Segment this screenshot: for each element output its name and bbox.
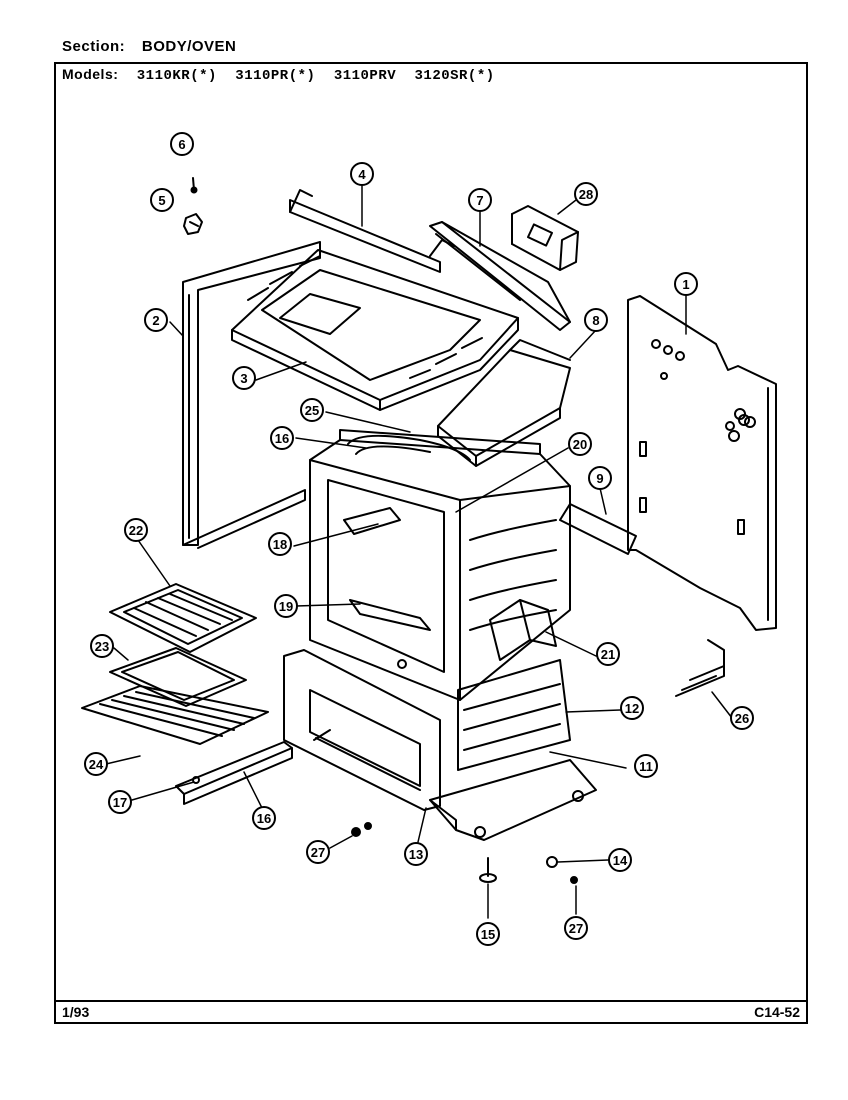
- callout-23: 23: [90, 634, 114, 658]
- svg-text:16: 16: [257, 811, 271, 826]
- svg-text:14: 14: [613, 853, 628, 868]
- svg-text:13: 13: [409, 847, 423, 862]
- svg-text:27: 27: [311, 845, 325, 860]
- callout-6: 6: [170, 132, 194, 156]
- callout-1: 1: [674, 272, 698, 296]
- svg-text:5: 5: [158, 193, 165, 208]
- callout-18: 18: [268, 532, 292, 556]
- model-number: 3120SR(*): [414, 68, 495, 84]
- svg-text:4: 4: [358, 167, 366, 182]
- lower-frame-part-13: [283, 649, 441, 811]
- model-number: 3110PR(*): [235, 68, 316, 84]
- section-header: Section: BODY/OVEN: [62, 38, 236, 55]
- oven-rack-part-24: [81, 685, 269, 745]
- model-number: 3110PRV: [333, 68, 397, 84]
- screw-part-27: [351, 822, 372, 837]
- bracket-part-28: [511, 205, 579, 271]
- callout-7: 7: [468, 188, 492, 212]
- callout-20: 20: [568, 432, 592, 456]
- broil-pan-part-22: [109, 583, 257, 653]
- models-label: Models:: [62, 66, 119, 82]
- svg-text:9: 9: [596, 471, 603, 486]
- callout-16-bottom: 16: [252, 806, 276, 830]
- hinge-part-21: [489, 599, 557, 661]
- footer-divider: [54, 1000, 808, 1002]
- svg-text:6: 6: [178, 137, 185, 152]
- insulation-part-12: [457, 659, 571, 771]
- svg-text:23: 23: [95, 639, 109, 654]
- callout-12: 12: [620, 696, 644, 720]
- side-panel-part-2: [182, 241, 321, 549]
- footer-date: 1/93: [62, 1004, 90, 1020]
- svg-text:25: 25: [305, 403, 319, 418]
- callout-15: 15: [476, 922, 500, 946]
- callout-21: 21: [596, 642, 620, 666]
- svg-text:16: 16: [275, 431, 289, 446]
- callout-28: 28: [574, 182, 598, 206]
- callout-16-top: 16: [270, 426, 294, 450]
- svg-text:22: 22: [129, 523, 143, 538]
- svg-text:26: 26: [735, 711, 749, 726]
- svg-text:15: 15: [481, 927, 495, 942]
- svg-text:27: 27: [569, 921, 583, 936]
- drawer-slide-part-16: [175, 741, 293, 805]
- svg-text:21: 21: [601, 647, 615, 662]
- svg-text:28: 28: [579, 187, 593, 202]
- svg-text:2: 2: [152, 313, 159, 328]
- strip-part-9: [559, 503, 637, 555]
- back-panel-part-1: [627, 295, 777, 631]
- section-value: BODY/OVEN: [141, 38, 237, 55]
- oven-vent-part-8: [437, 339, 571, 467]
- screw-part-6: [190, 177, 198, 194]
- oven-cavity: [309, 429, 571, 701]
- callout-4: 4: [350, 162, 374, 186]
- leader-lines: [105, 185, 733, 919]
- callout-26: 26: [730, 706, 754, 730]
- bracket-part-26: [675, 639, 725, 697]
- callout-13: 13: [404, 842, 428, 866]
- diagram-frame: [54, 62, 808, 1024]
- callout-19: 19: [274, 594, 298, 618]
- clip-part-5: [183, 213, 203, 235]
- callout-27-left: 27: [306, 840, 330, 864]
- callout-11: 11: [634, 754, 658, 778]
- callout-5: 5: [150, 188, 174, 212]
- leveling-leg-part-15: [479, 857, 497, 883]
- vent-trim-part-7: [429, 221, 571, 331]
- svg-text:1: 1: [682, 277, 689, 292]
- screw-part-14: [546, 856, 578, 884]
- callouts: 6 5 4 7 28 2 1 3 8 25 16 20 9 18 22 19 2…: [84, 132, 754, 946]
- svg-text:18: 18: [273, 537, 287, 552]
- top-frame-part-3: [231, 249, 519, 411]
- callout-25: 25: [300, 398, 324, 422]
- footer-page-code: C14-52: [754, 1004, 800, 1020]
- svg-text:24: 24: [89, 757, 104, 772]
- svg-text:7: 7: [476, 193, 483, 208]
- svg-text:8: 8: [592, 313, 599, 328]
- callout-27-right: 27: [564, 916, 588, 940]
- svg-text:11: 11: [639, 759, 653, 774]
- svg-text:17: 17: [113, 795, 127, 810]
- base-part-11: [429, 759, 597, 841]
- svg-text:20: 20: [573, 437, 587, 452]
- callout-9: 9: [588, 466, 612, 490]
- callout-2: 2: [144, 308, 168, 332]
- svg-text:3: 3: [240, 371, 247, 386]
- callout-17: 17: [108, 790, 132, 814]
- callout-22: 22: [124, 518, 148, 542]
- callout-3: 3: [232, 366, 256, 390]
- models-header: Models: 3110KR(*) 3110PR(*) 3110PRV 3120…: [62, 66, 509, 84]
- model-number: 3110KR(*): [136, 68, 217, 84]
- callout-24: 24: [84, 752, 108, 776]
- section-label: Section:: [62, 38, 126, 55]
- svg-text:12: 12: [625, 701, 639, 716]
- callout-14: 14: [608, 848, 632, 872]
- callout-8: 8: [584, 308, 608, 332]
- svg-text:19: 19: [279, 599, 293, 614]
